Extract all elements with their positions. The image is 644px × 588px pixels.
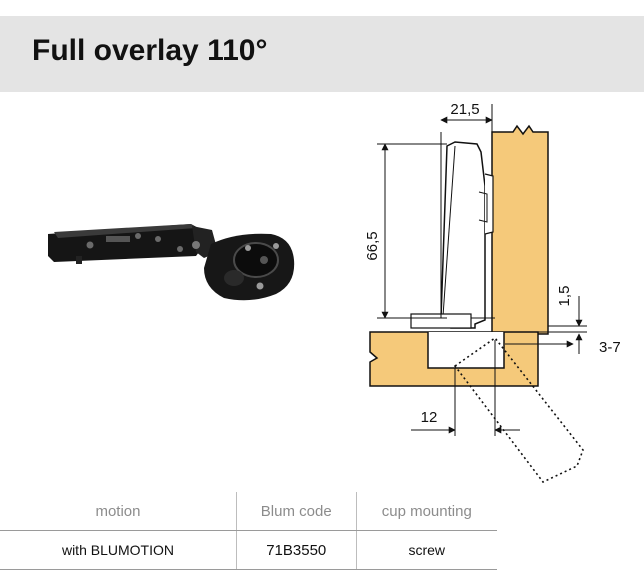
dim-offset: 12: [421, 409, 438, 426]
hinge-photo: [48, 224, 295, 301]
header-motion: motion: [0, 492, 237, 531]
page-title: Full overlay 110°: [32, 34, 268, 67]
dim-gap: 1,5: [556, 286, 573, 307]
cell-cup-mounting: screw: [355, 530, 497, 570]
dim-width: 21,5: [450, 101, 479, 118]
header-band: [0, 16, 644, 92]
cell-motion: with BLUMOTION: [0, 530, 237, 570]
header-cup-mounting: cup mounting: [355, 492, 497, 531]
dimension-drawing: 21,5 66,5 1,5 3-7 12: [364, 101, 621, 483]
cell-blum-code: 71B3550: [235, 530, 357, 570]
table-header-row: motion Blum code cup mounting: [0, 492, 497, 531]
dim-height: 66,5: [364, 231, 381, 260]
spec-table: motion Blum code cup mounting with BLUMO…: [0, 492, 497, 570]
dim-overlay: 3-7: [599, 339, 621, 356]
header-blum-code: Blum code: [235, 492, 357, 531]
table-row: with BLUMOTION 71B3550 screw: [0, 530, 497, 570]
